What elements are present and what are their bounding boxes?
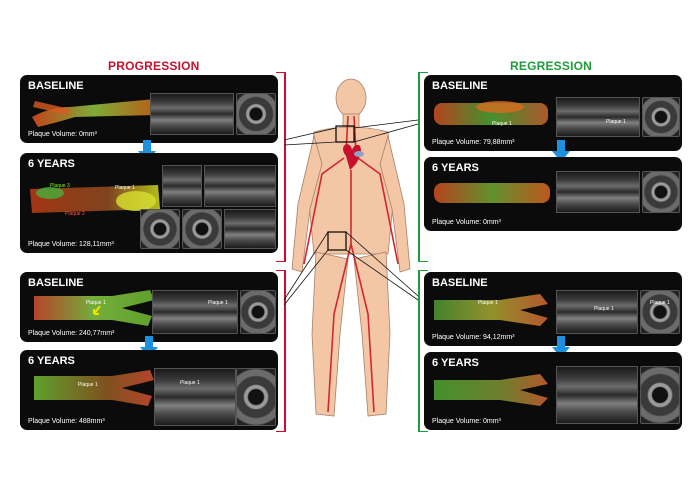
panel-progression-femoral-6years: 6 YEARS Plaque 1 Plaque 1 Plaque Volume:…	[20, 350, 278, 430]
plaque-label: Plaque 1	[478, 300, 498, 306]
vessel-3d-model	[32, 99, 155, 127]
ultrasound-cross-section	[642, 171, 680, 213]
plaque-volume: Plaque Volume: 0mm³	[432, 418, 501, 425]
panel-regression-femoral-6years: 6 YEARS Plaque Volume: 0mm³	[424, 352, 682, 430]
plaque-volume: Plaque Volume: 240,77mm³	[28, 330, 115, 337]
ultrasound-cross-section	[162, 165, 202, 207]
plaque-volume: Plaque Volume: 128,11mm³	[28, 241, 114, 248]
plaque-label: Plaque 1	[86, 300, 106, 306]
plaque-volume: Plaque Volume: 488mm³	[28, 418, 105, 425]
regression-bracket-bottom	[418, 270, 428, 432]
ultrasound-longitudinal	[154, 368, 236, 426]
regression-bracket-top	[418, 72, 428, 262]
panel-title: 6 YEARS	[28, 158, 75, 170]
ultrasound-cross-section	[140, 209, 180, 249]
progression-header: PROGRESSION	[108, 59, 200, 73]
vessel-3d-model	[34, 290, 154, 326]
femoral-region-box	[327, 231, 347, 251]
plaque-pointer-icon	[93, 306, 101, 315]
plaque-volume: Plaque Volume: 79,88mm³	[432, 139, 515, 146]
plaque-volume: Plaque Volume: 0mm³	[28, 131, 97, 138]
panel-title: BASELINE	[28, 277, 84, 289]
ultrasound-longitudinal	[556, 97, 640, 137]
time-arrow-icon	[552, 140, 570, 162]
progression-bracket-bottom	[276, 270, 286, 432]
plaque-label: Plaque 2	[65, 211, 85, 217]
vessel-3d-model	[434, 183, 550, 203]
human-body-figure	[291, 78, 411, 417]
ultrasound-cross-section	[236, 93, 276, 135]
ultrasound-cross-section	[640, 366, 680, 424]
ultrasound-longitudinal	[224, 209, 276, 249]
panel-regression-carotid-baseline: BASELINE Plaque 1 Plaque 1 Plaque Volume…	[424, 75, 682, 151]
heart-icon	[343, 144, 361, 170]
ultrasound-longitudinal	[204, 165, 276, 207]
ultrasound-cross-section	[182, 209, 222, 249]
panel-title: BASELINE	[432, 277, 488, 289]
plaque-label: Plaque 1	[492, 121, 512, 127]
panel-progression-carotid-6years: 6 YEARS Plaque 3 Plaque 1 Plaque 2 Plaqu…	[20, 153, 278, 253]
plaque-volume: Plaque Volume: 0mm³	[432, 219, 501, 226]
plaque-label: Plaque 1	[180, 380, 200, 386]
plaque-volume: Plaque Volume: 94,12mm³	[432, 334, 515, 341]
ultrasound-longitudinal	[556, 290, 638, 334]
plaque-label: Plaque 1	[208, 300, 228, 306]
panel-title: BASELINE	[432, 80, 488, 92]
plaque-label: Plaque 1	[606, 119, 626, 125]
panel-progression-carotid-baseline: BASELINE Plaque Volume: 0mm³	[20, 75, 278, 143]
ultrasound-longitudinal	[556, 171, 640, 213]
panel-regression-femoral-baseline: BASELINE Plaque 1 Plaque 1 Plaque 1 Plaq…	[424, 272, 682, 346]
ultrasound-longitudinal	[556, 366, 638, 424]
ultrasound-cross-section	[236, 368, 276, 426]
regression-header: REGRESSION	[510, 59, 593, 73]
plaque-label: Plaque 1	[594, 306, 614, 312]
vessel-3d-model	[434, 294, 548, 326]
panel-title: 6 YEARS	[432, 357, 479, 369]
plaque-label: Plaque 1	[78, 382, 98, 388]
vessel-3d-model	[34, 370, 154, 406]
plaque-label: Plaque 1	[115, 185, 135, 191]
carotid-region-box	[335, 125, 355, 143]
ultrasound-cross-section	[640, 290, 680, 334]
panel-progression-femoral-baseline: BASELINE Plaque 1 Plaque 1 Plaque Volume…	[20, 272, 278, 342]
vessel-3d-model	[30, 185, 160, 213]
ultrasound-longitudinal	[150, 93, 234, 135]
panel-title: 6 YEARS	[432, 162, 479, 174]
ultrasound-longitudinal	[152, 290, 238, 334]
progression-bracket-top	[276, 72, 286, 262]
panel-title: BASELINE	[28, 80, 84, 92]
plaque-label: Plaque 3	[50, 183, 70, 189]
panel-title: 6 YEARS	[28, 355, 75, 367]
vessel-3d-model	[434, 374, 548, 406]
ultrasound-cross-section	[240, 290, 276, 334]
ultrasound-cross-section	[642, 97, 680, 137]
plaque-label: Plaque 1	[650, 300, 670, 306]
vessel-3d-model	[434, 101, 548, 125]
panel-regression-carotid-6years: 6 YEARS Plaque Volume: 0mm³	[424, 157, 682, 231]
